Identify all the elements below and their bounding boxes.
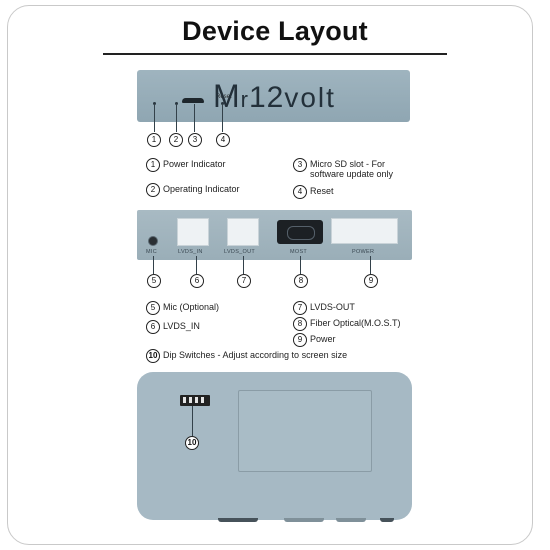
leader-line bbox=[300, 256, 301, 274]
leader-line bbox=[243, 256, 244, 274]
mic-port bbox=[148, 236, 158, 246]
bottom-panel-recess bbox=[238, 390, 372, 472]
legend-text: Fiber Optical(M.O.S.T) bbox=[310, 318, 401, 328]
title-underline bbox=[103, 53, 447, 55]
lvds-in-label: LVDS_IN bbox=[178, 249, 203, 255]
lvds-in-connector bbox=[177, 218, 209, 246]
mic-port-label: MIC bbox=[146, 249, 157, 255]
leader-line bbox=[222, 104, 223, 132]
most-fiber-port bbox=[277, 220, 323, 244]
callout-3: 3 bbox=[188, 133, 202, 147]
most-label: MOST bbox=[290, 249, 308, 255]
callout-5: 5 bbox=[147, 274, 161, 288]
reset-button bbox=[221, 102, 224, 105]
power-connector bbox=[331, 218, 398, 244]
legend-number: 10 bbox=[146, 349, 160, 363]
lvds-out-label: LVDS_OUT bbox=[224, 249, 256, 255]
legend-number: 2 bbox=[146, 183, 160, 197]
legend-text-line2: software update only bbox=[310, 169, 394, 179]
front-panel bbox=[137, 70, 410, 122]
legend-text: Mic (Optional) bbox=[163, 302, 220, 312]
operating-indicator bbox=[175, 102, 178, 105]
leader-line bbox=[192, 406, 193, 436]
device-foot bbox=[380, 518, 394, 522]
legend-number: 7 bbox=[293, 301, 307, 315]
device-foot bbox=[336, 518, 366, 522]
reset-label: Reset bbox=[216, 94, 232, 100]
device-foot bbox=[284, 518, 324, 522]
power-indicator bbox=[153, 102, 156, 105]
leader-line bbox=[194, 104, 195, 132]
device-foot bbox=[218, 518, 258, 522]
leader-line bbox=[154, 104, 155, 132]
leader-line bbox=[196, 256, 197, 274]
callout-4: 4 bbox=[216, 133, 230, 147]
brand-logo: Mr12volt bbox=[213, 78, 336, 114]
micro-sd-slot bbox=[182, 98, 204, 103]
legend-text: Operating Indicator bbox=[163, 184, 240, 194]
callout-10: 10 bbox=[185, 436, 199, 450]
callout-6: 6 bbox=[190, 274, 204, 288]
legend-number: 6 bbox=[146, 320, 160, 334]
legend-number: 4 bbox=[293, 185, 307, 199]
page-title: Device Layout bbox=[182, 16, 368, 46]
legend-number: 1 bbox=[146, 158, 160, 172]
dip-switch-block bbox=[180, 395, 210, 406]
legend-text: LVDS-OUT bbox=[310, 302, 355, 312]
callout-7: 7 bbox=[237, 274, 251, 288]
legend-number: 9 bbox=[293, 333, 307, 347]
power-label: POWER bbox=[352, 249, 375, 255]
callout-2: 2 bbox=[169, 133, 183, 147]
legend-text: Reset bbox=[310, 186, 334, 196]
leader-line bbox=[176, 104, 177, 132]
leader-line bbox=[370, 256, 371, 274]
callout-1: 1 bbox=[147, 133, 161, 147]
legend-text: Power Indicator bbox=[163, 159, 226, 169]
leader-line bbox=[153, 256, 154, 274]
legend-number: 5 bbox=[146, 301, 160, 315]
legend-text: Micro SD slot - For bbox=[310, 159, 386, 169]
legend-text: Power bbox=[310, 334, 336, 344]
legend-text: Dip Switches - Adjust according to scree… bbox=[163, 350, 348, 360]
callout-8: 8 bbox=[294, 274, 308, 288]
lvds-out-connector bbox=[227, 218, 259, 246]
legend-number: 3 bbox=[293, 158, 307, 172]
legend-number: 8 bbox=[293, 317, 307, 331]
legend-text: LVDS_IN bbox=[163, 321, 200, 331]
callout-9: 9 bbox=[364, 274, 378, 288]
